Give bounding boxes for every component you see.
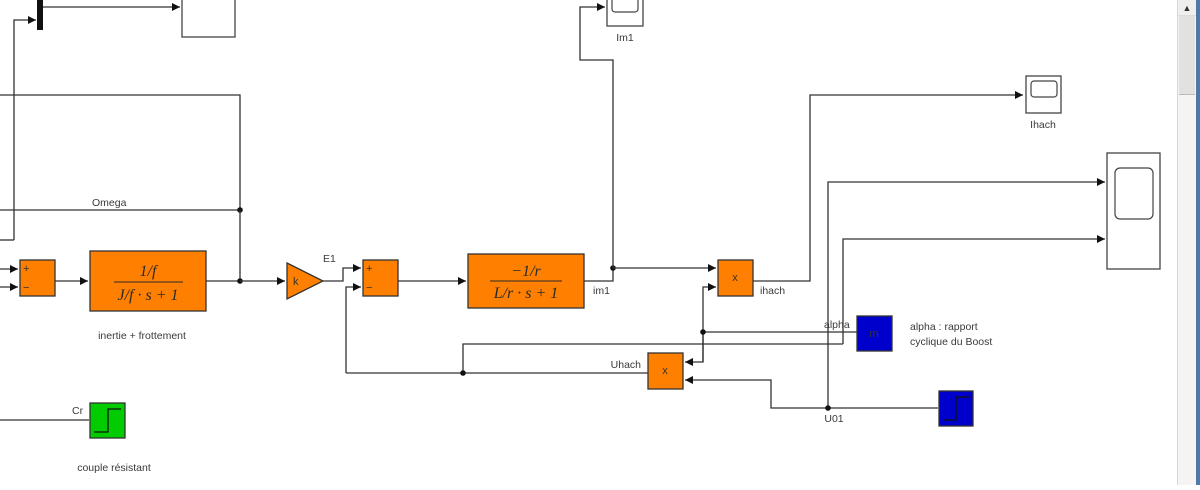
- svg-text:k: k: [293, 276, 299, 288]
- wire-im1: [584, 268, 614, 282]
- product-block-2[interactable]: x: [647, 352, 684, 390]
- inertia-caption: inertie + frottement: [98, 330, 186, 342]
- transfer-fn-inertia[interactable]: 1/f J/f · s + 1: [89, 250, 207, 312]
- svg-text:+: +: [366, 263, 372, 275]
- e1-label: E1: [323, 253, 336, 265]
- ihach-label: ihach: [760, 285, 785, 297]
- svg-text:x: x: [732, 272, 738, 284]
- wire-u01-to-product2: [685, 376, 938, 409]
- wire-to-scope-input2: [842, 235, 1105, 344]
- sum-block-2[interactable]: + −: [362, 259, 399, 297]
- wire-alpha-to-product1: [702, 283, 716, 362]
- product-block-1[interactable]: x: [717, 259, 754, 297]
- wire-feedback-to-mux: [13, 16, 36, 240]
- alpha-note-line1: alpha : rapport: [910, 321, 978, 333]
- u01-label: U01: [824, 413, 843, 425]
- svg-text:1/f: 1/f: [140, 263, 159, 280]
- omega-label: Omega: [92, 197, 127, 209]
- transfer-fn-current[interactable]: −1/r L/r · s + 1: [467, 253, 585, 309]
- alpha-note-line2: cyclique du Boost: [910, 336, 992, 348]
- scope-ihach-caption: Ihach: [1030, 119, 1056, 131]
- wire-u01-to-scope: [827, 178, 1105, 408]
- svg-text:−: −: [23, 282, 29, 294]
- svg-text:J/f · s + 1: J/f · s + 1: [117, 287, 178, 304]
- wire-ihach-to-scope: [753, 91, 1023, 282]
- svg-text:x: x: [662, 365, 668, 377]
- scope-ihach[interactable]: [1025, 75, 1062, 114]
- scroll-up-icon[interactable]: ▲: [1178, 0, 1196, 16]
- step-cr-block[interactable]: [89, 402, 126, 439]
- svg-text:L/r · s + 1: L/r · s + 1: [493, 285, 559, 302]
- branch-point: [700, 329, 706, 335]
- wire-im1-to-scope: [579, 3, 614, 268]
- svg-text:m: m: [869, 328, 878, 340]
- wire-omega-up: [206, 210, 241, 282]
- step-cr-caption: couple résistant: [77, 462, 151, 474]
- window-border: [1196, 0, 1200, 485]
- wire-e1: [323, 264, 361, 282]
- step-u01-block[interactable]: [938, 390, 974, 427]
- simulink-canvas[interactable]: Omega + − 1/f J/f · s + 1 inertie + frot…: [0, 0, 1168, 485]
- wire-alpha-branch: [462, 343, 843, 373]
- sum-block-1[interactable]: + −: [19, 259, 56, 297]
- scope-im1[interactable]: [606, 0, 644, 27]
- svg-text:+: +: [23, 263, 29, 275]
- vertical-scrollbar[interactable]: ▲: [1177, 0, 1196, 485]
- alpha-source-block[interactable]: m: [856, 315, 893, 352]
- scope-im1-caption: Im1: [616, 32, 634, 44]
- branch-point: [460, 370, 466, 376]
- scope-top-left[interactable]: [181, 0, 236, 38]
- im1-label: im1: [593, 285, 610, 297]
- branch-point: [825, 405, 831, 411]
- wire-uhach-feedback: [345, 283, 361, 373]
- svg-text:−: −: [366, 282, 372, 294]
- mux-block[interactable]: [37, 0, 43, 30]
- cr-label: Cr: [72, 405, 84, 417]
- scroll-thumb[interactable]: [1179, 16, 1195, 95]
- scope-main[interactable]: [1106, 152, 1161, 270]
- wire-alpha: [685, 331, 857, 366]
- alpha-label: alpha: [824, 319, 850, 331]
- svg-text:−1/r: −1/r: [511, 263, 541, 280]
- uhach-label: Uhach: [611, 359, 642, 371]
- wire-top-loop: [0, 94, 241, 210]
- gain-block[interactable]: k: [286, 261, 325, 301]
